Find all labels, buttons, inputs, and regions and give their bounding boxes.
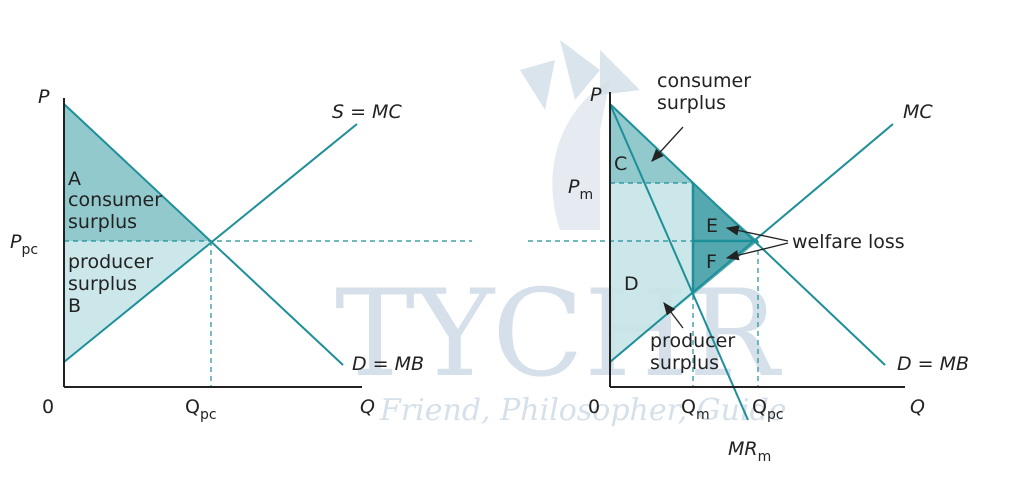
- cs-label-1: consumer: [68, 189, 162, 211]
- welfare-arrow-e-icon: [725, 225, 789, 242]
- qm-label: Qm: [681, 396, 710, 423]
- area-f-label: F: [706, 251, 717, 273]
- mr-label: MRm: [728, 438, 771, 465]
- x-axis-label: Q: [360, 396, 375, 418]
- welfare-loss-label: welfare loss: [792, 231, 905, 253]
- qty-pc-label: Qpc: [185, 396, 217, 423]
- cs-label-1: consumer: [657, 70, 751, 92]
- demand-label: D = MB: [897, 353, 969, 375]
- ps-letter: B: [68, 295, 81, 317]
- origin-label: 0: [588, 396, 600, 418]
- watermark-title: TYCHR: [335, 265, 783, 404]
- mc-curve: [609, 123, 894, 363]
- origin-label: 0: [42, 396, 54, 418]
- price-pc-label: Ppc: [10, 231, 38, 258]
- ps-label-2: surplus: [650, 352, 719, 374]
- watermark-logo-icon: [520, 40, 640, 110]
- welfare-arrow-f-icon: [725, 242, 789, 261]
- supply-label: S = MC: [332, 101, 402, 123]
- ps-label-2: surplus: [68, 273, 137, 295]
- mr-curve: [609, 103, 749, 421]
- demand-label: D = MB: [352, 353, 424, 375]
- pm-label: Pm: [568, 176, 593, 203]
- watermark-logo-shape: [552, 80, 610, 230]
- cs-label-2: surplus: [657, 92, 726, 114]
- area-e-label: E: [706, 215, 718, 237]
- cs-letter: A: [68, 168, 81, 190]
- ps-label-1: producer: [68, 251, 153, 273]
- y-axis-label: P: [590, 84, 602, 106]
- area-d-label: D: [624, 273, 639, 295]
- cs-label-2: surplus: [68, 211, 137, 233]
- cs-arrow-icon: [651, 126, 684, 162]
- mc-label: MC: [903, 101, 933, 123]
- watermark: TYCHR Friend, Philosopher, Guide: [335, 40, 787, 428]
- demand-curve: [609, 103, 886, 366]
- producer-surplus-area-d: [610, 183, 693, 362]
- x-axis-label: Q: [910, 396, 925, 418]
- right-chart-monopoly: P 0 Q Pm Qm Qpc MRm MC D = MB C D E F co…: [528, 70, 969, 465]
- area-c-label: C: [614, 153, 627, 175]
- y-axis-label: P: [38, 86, 50, 108]
- ps-label-1: producer: [650, 330, 735, 352]
- watermark-tagline: Friend, Philosopher, Guide: [379, 393, 787, 428]
- ps-arrow-icon: [663, 301, 684, 329]
- demand-curve: [63, 103, 344, 366]
- supply-curve: [63, 123, 358, 363]
- qpc-label: Qpc: [752, 396, 784, 423]
- left-chart-perfect-competition: P 0 Q Ppc Qpc S = MC D = MB A consumer s…: [10, 86, 472, 423]
